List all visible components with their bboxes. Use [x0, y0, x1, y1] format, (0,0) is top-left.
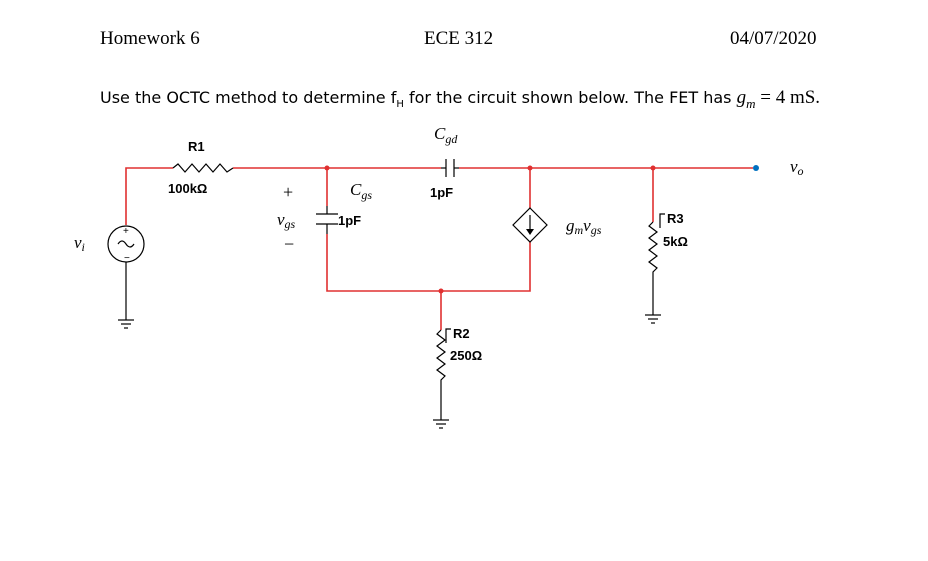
cgs-capacitor	[316, 206, 338, 234]
r3-bracket	[659, 213, 665, 228]
date: 04/07/2020	[730, 28, 817, 49]
junction-source	[438, 288, 444, 294]
ground-r3	[645, 305, 661, 324]
vgs-plus: +	[283, 182, 293, 202]
input-voltage-source	[107, 225, 145, 300]
junction-drain-2	[650, 165, 656, 171]
junction-gate	[324, 165, 330, 171]
r3-value: 5kΩ	[663, 234, 688, 249]
gmvgs-label: gmvgs	[566, 216, 602, 237]
output-terminal	[753, 165, 759, 171]
problem-text-after: for the circuit shown below. The FET has	[403, 88, 737, 107]
problem-text-before: Use the OCTC method to determine f	[100, 88, 397, 107]
wires	[125, 167, 753, 330]
vout-label: vo	[790, 157, 804, 178]
cgd-name: Cgd	[434, 124, 458, 146]
course-code: ECE 312	[424, 28, 494, 49]
vgs-label: vgs	[277, 210, 296, 231]
wire-cgs-to-bottom	[326, 234, 531, 292]
vin-label: vi	[74, 233, 85, 254]
r3-resistor	[648, 221, 658, 305]
vin-minus: −	[124, 253, 130, 264]
r1-resistor	[172, 163, 234, 173]
wire-source-to-r1	[125, 167, 173, 225]
ground-r2	[433, 412, 449, 429]
cgs-value: 1pF	[338, 213, 361, 228]
cgd-capacitor	[441, 159, 459, 177]
junction-drain-1	[527, 165, 533, 171]
ground-source	[118, 300, 134, 329]
gm-value: = 4 mS.	[755, 87, 821, 108]
gm-symbol: gm	[736, 87, 756, 111]
vin-plus: +	[123, 226, 129, 237]
homework-label: Homework 6	[100, 28, 200, 49]
dependent-current-source	[512, 207, 548, 243]
cgd-value: 1pF	[430, 185, 453, 200]
problem-text-sub: H	[396, 99, 404, 111]
vgs-minus: −	[284, 234, 294, 254]
r2-value: 250Ω	[450, 348, 482, 363]
r1-name: R1	[188, 139, 205, 154]
cgs-name: Cgs	[350, 180, 372, 202]
junction-dots	[324, 165, 656, 294]
r2-bracket	[445, 328, 451, 343]
r2-resistor	[436, 329, 446, 412]
problem-statement: Use the OCTC method to determine fH for …	[100, 87, 820, 112]
r1-value: 100kΩ	[168, 181, 207, 196]
r3-name: R3	[667, 211, 684, 226]
r2-name: R2	[453, 326, 470, 341]
